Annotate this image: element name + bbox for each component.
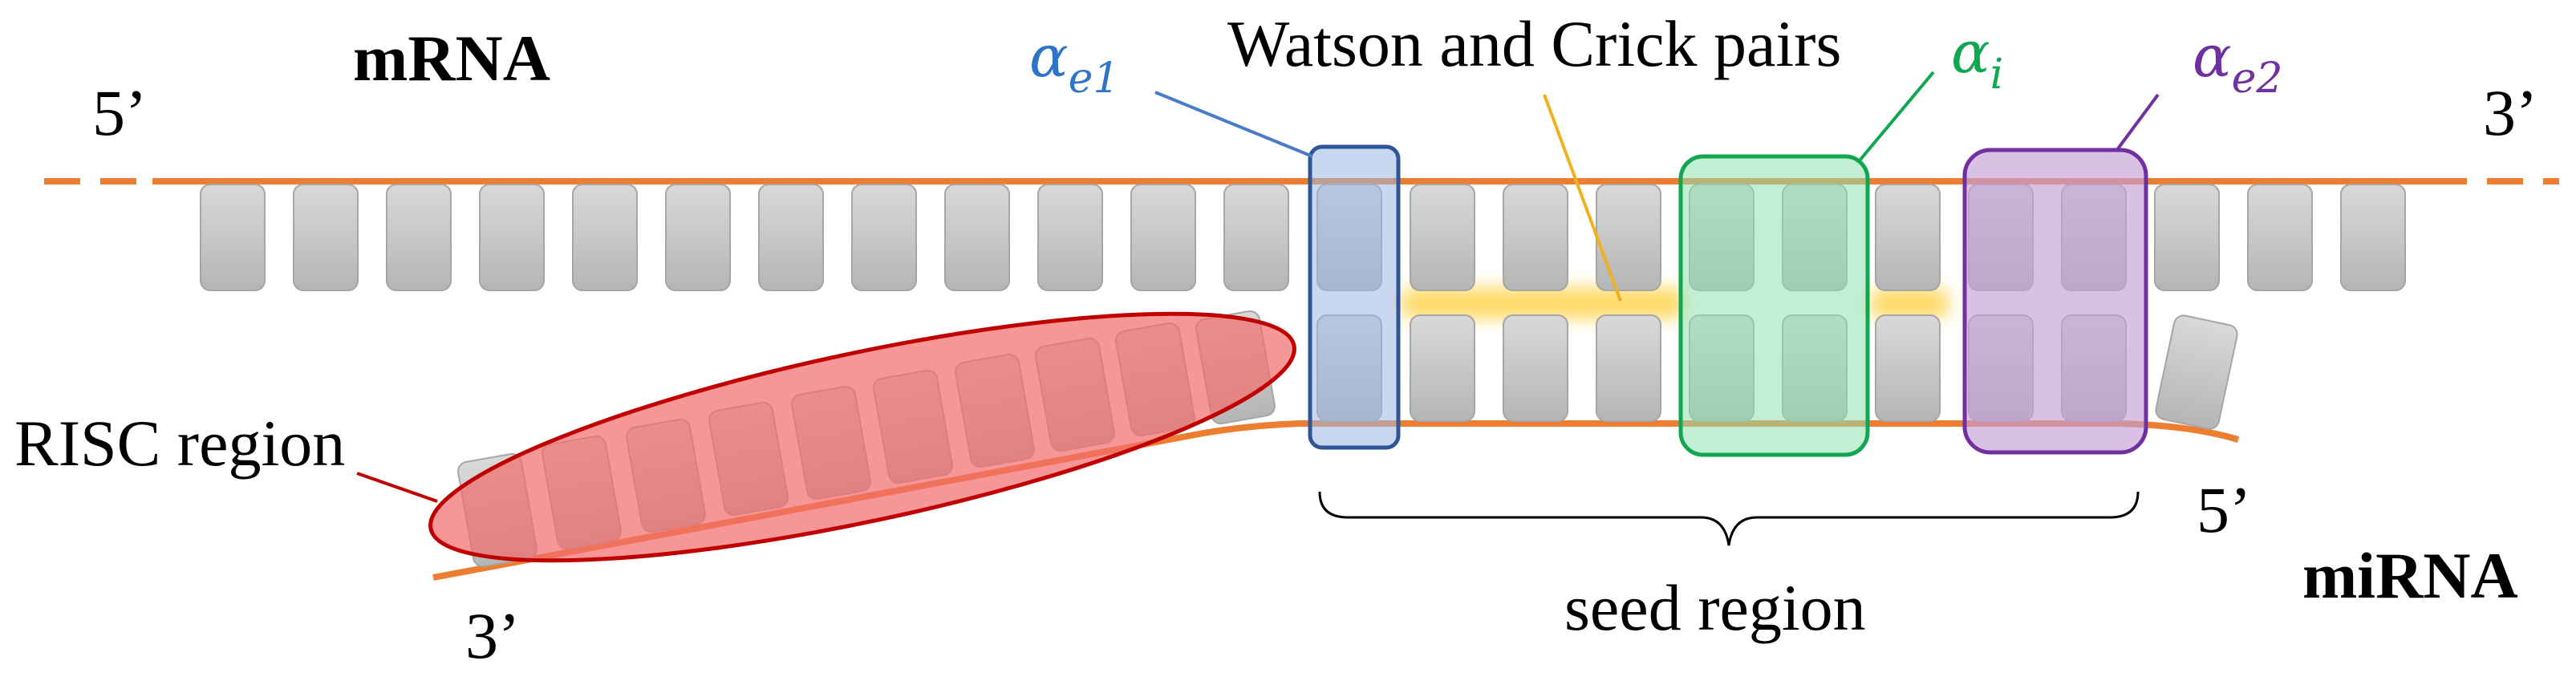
alpha-e1-leader [1154, 91, 1313, 158]
alpha-i-leader [1858, 71, 1935, 162]
watson-crick-leader [1543, 94, 1622, 302]
mrna-nucleotide [2154, 184, 2220, 291]
mrna-nucleotide [1410, 184, 1475, 291]
mirna-nucleotide [2155, 314, 2238, 430]
mirna-nucleotide [1503, 314, 1568, 422]
mrna-nucleotide [944, 184, 1010, 291]
mrna-label: mRNA [353, 22, 550, 95]
mrna-nucleotide [1223, 184, 1289, 291]
risc-region-label: RISC region [14, 407, 345, 480]
mirna-nucleotide [1596, 314, 1661, 422]
risc-region-leader [356, 472, 438, 503]
mirna-nucleotide [1410, 314, 1475, 422]
mrna-nucleotide [1596, 184, 1661, 291]
mrna-nucleotide [1503, 184, 1568, 291]
mirna-3prime-label: 3’ [465, 599, 520, 672]
mirna-label: miRNA [2302, 539, 2518, 612]
alpha-e1-box [1308, 144, 1401, 450]
alpha-e2-box [1962, 148, 2148, 455]
mrna-nucleotide [2340, 184, 2406, 291]
mrna-3prime-label: 3’ [2483, 76, 2537, 149]
mrna-nucleotide [665, 184, 731, 291]
mrna-nucleotide [1037, 184, 1103, 291]
watson-crick-glow [1400, 287, 1949, 319]
mrna-nucleotide [479, 184, 545, 291]
mrna-nucleotide [200, 184, 266, 291]
mirna-nucleotide [1875, 314, 1941, 422]
mrna-nucleotide [572, 184, 638, 291]
seed-region-brace [1318, 491, 2140, 546]
mrna-nucleotides [200, 184, 2406, 291]
mirna-5prime-label: 5’ [2197, 473, 2251, 546]
risc-region-ellipse [428, 311, 1296, 563]
mrna-nucleotide [293, 184, 359, 291]
mrna-nucleotide [386, 184, 452, 291]
alpha-e2-label: αe2 [2193, 22, 2282, 103]
alpha-i-label: αi [1951, 18, 2003, 99]
mrna-nucleotide [1875, 184, 1941, 291]
mrna-nucleotide [2247, 184, 2313, 291]
mrna-nucleotide [851, 184, 917, 291]
watson-crick-label: Watson and Crick pairs [1227, 7, 1841, 80]
alpha-e1-label: αe1 [1029, 22, 1119, 103]
alpha-e2-leader [2115, 93, 2160, 152]
mrna-nucleotide [1130, 184, 1196, 291]
mrna-nucleotide [758, 184, 824, 291]
seed-region-label: seed region [1564, 571, 1866, 644]
alpha-i-box [1678, 154, 1870, 457]
mrna-5prime-label: 5’ [92, 76, 147, 149]
